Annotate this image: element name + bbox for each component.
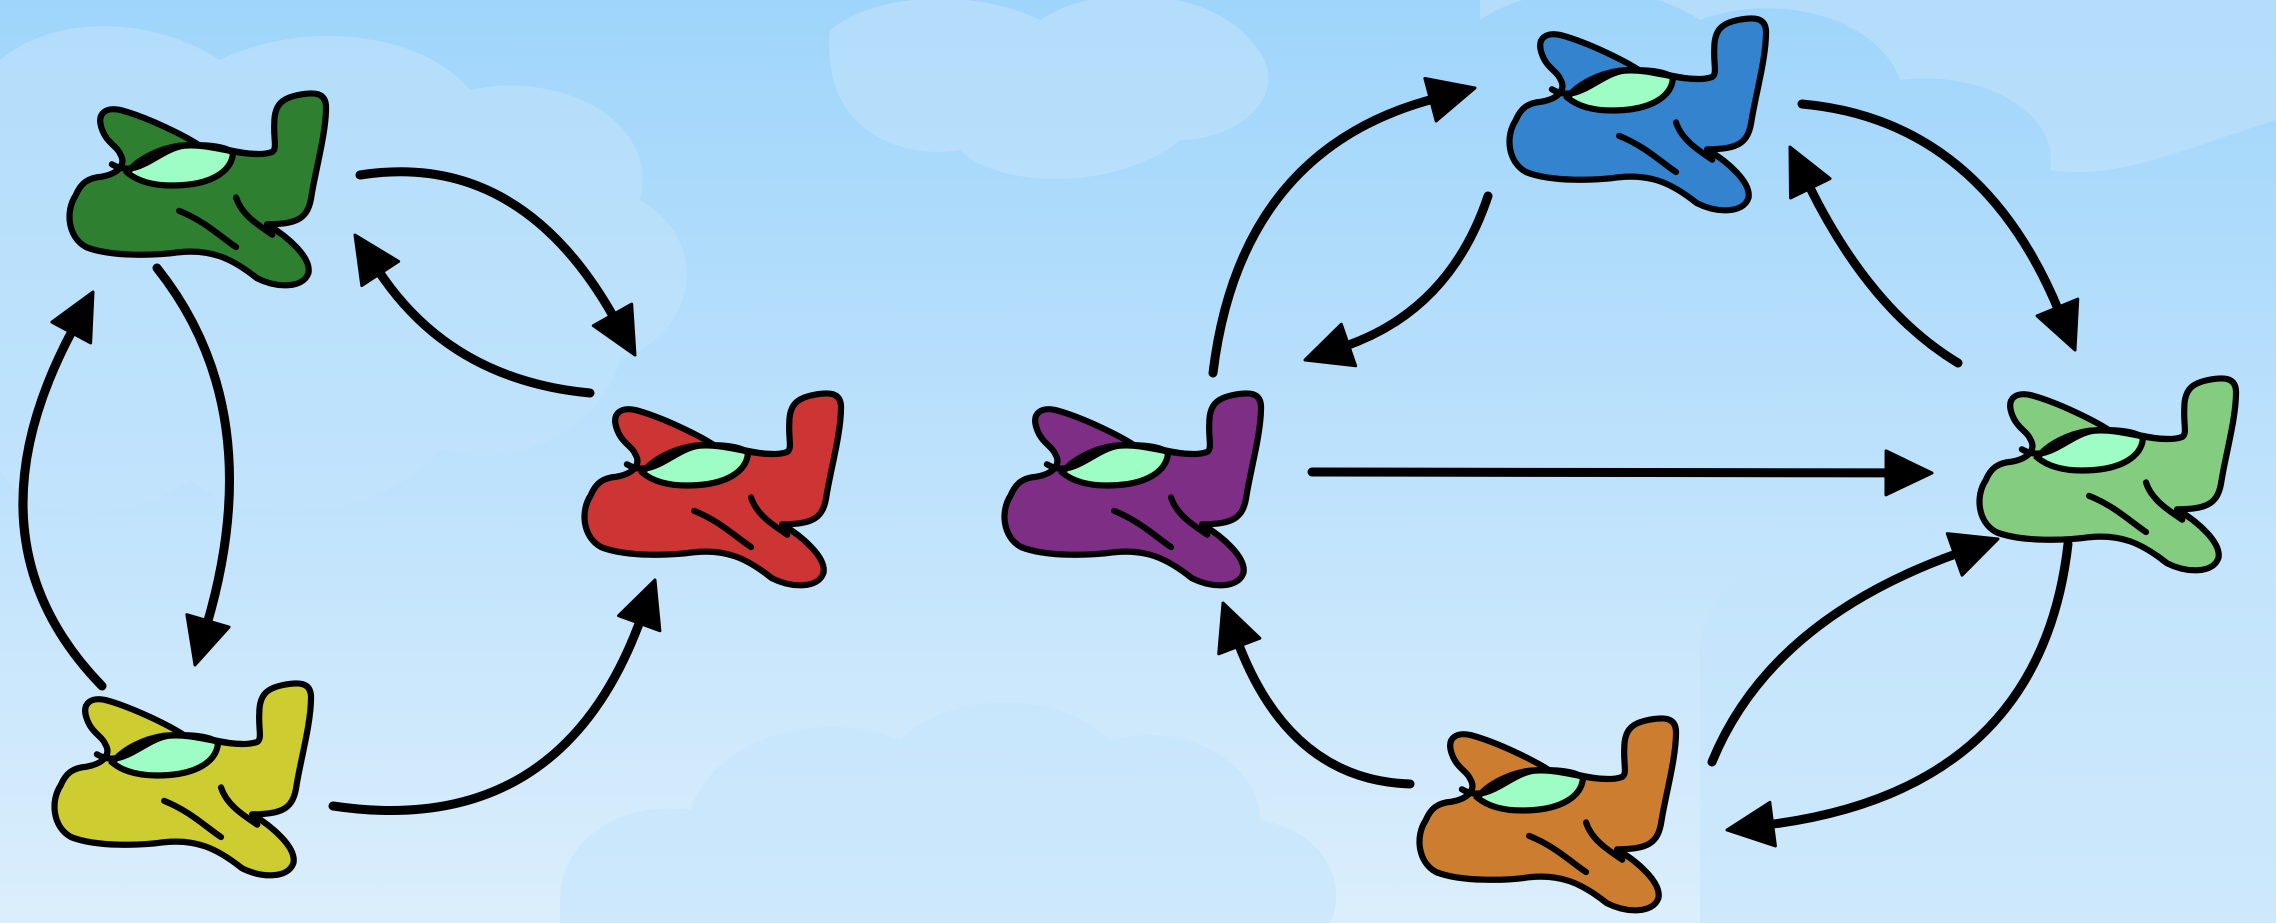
arrow-shaft xyxy=(1340,191,1493,351)
arrow-red-to-dark-green xyxy=(353,233,595,398)
arrow-shaft xyxy=(1208,94,1439,378)
arrow-blue-to-purple xyxy=(1303,191,1493,368)
cloud-shape xyxy=(1480,0,2276,172)
arrowhead-icon xyxy=(591,302,637,357)
arrow-shaft xyxy=(152,263,234,630)
arrow-yellow-to-dark-green xyxy=(18,290,107,691)
arrowhead-icon xyxy=(1884,449,1934,497)
cloud-shape xyxy=(829,0,1269,179)
arrowhead-icon xyxy=(1788,145,1832,200)
arrowhead-icon xyxy=(2035,297,2080,352)
arrow-shaft xyxy=(1307,467,1895,478)
arrowhead-icon xyxy=(1945,532,2000,577)
arrow-shaft xyxy=(373,265,595,398)
arrow-orange-to-purple xyxy=(1217,601,1415,789)
arrow-dark-green-to-red xyxy=(355,167,637,357)
arrow-shaft xyxy=(1804,180,1963,368)
arrow-purple-to-light-green xyxy=(1307,449,1934,497)
arrowhead-icon xyxy=(1303,322,1358,368)
arrow-shaft xyxy=(18,324,107,691)
arrowhead-icon xyxy=(1725,800,1777,848)
arrow-shaft xyxy=(1233,637,1415,789)
arrow-orange-to-light-green xyxy=(1707,532,2000,767)
arrow-purple-to-blue xyxy=(1208,76,1477,378)
arrowhead-icon xyxy=(1217,601,1262,656)
arrow-blue-to-light-green xyxy=(1797,99,2080,352)
arrow-shaft xyxy=(355,167,619,323)
arrowhead-icon xyxy=(185,613,231,667)
arrowhead-icon xyxy=(353,233,401,288)
arrowhead-icon xyxy=(1423,76,1477,123)
arrow-light-green-to-orange xyxy=(1725,539,2073,848)
arrow-shaft xyxy=(328,614,646,816)
arrow-layer xyxy=(18,76,2080,848)
arrowhead-icon xyxy=(50,290,95,345)
arrow-shaft xyxy=(1707,548,1963,767)
cloud-shape xyxy=(560,702,1337,923)
arrow-yellow-to-red xyxy=(328,578,662,816)
arrow-shaft xyxy=(1764,539,2073,830)
arrow-light-green-to-blue xyxy=(1788,145,1963,368)
arrow-shaft xyxy=(1797,99,2064,316)
arrow-dark-green-to-yellow xyxy=(152,263,234,667)
arrowhead-icon xyxy=(617,578,662,633)
